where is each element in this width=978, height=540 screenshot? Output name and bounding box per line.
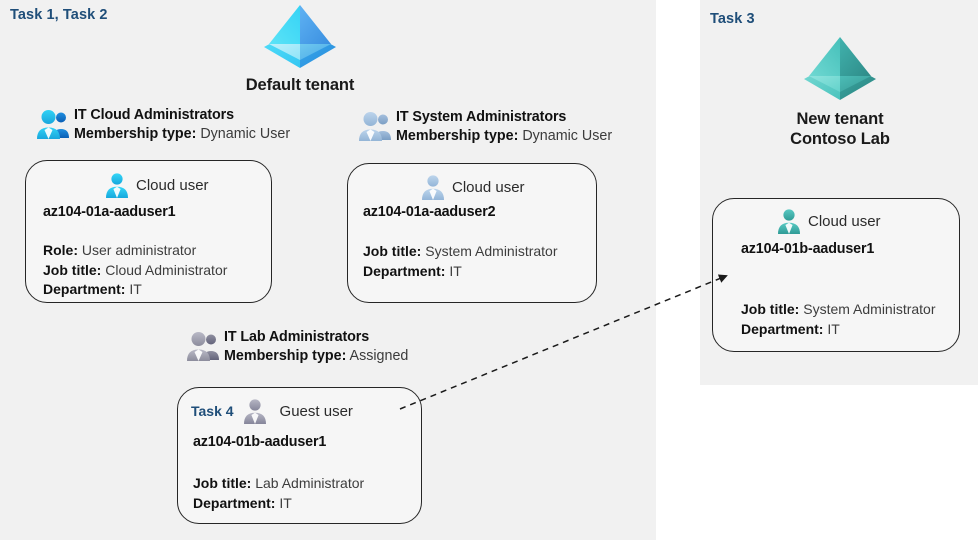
user-type-label: Cloud user [136, 176, 209, 194]
user-type-label: Cloud user [808, 212, 881, 230]
attribute-row: Job title: System Administrator [363, 242, 558, 262]
group-name: IT System Administrators [396, 109, 567, 125]
new-tenant-name-line2: Contoso Lab [790, 130, 890, 148]
attribute-row: Job title: Cloud Administrator [43, 261, 227, 281]
group-membership: Membership type: Dynamic User [74, 124, 290, 144]
guest-user-icon [243, 399, 266, 424]
user-attributes: Role: User administrator Job title: Clou… [43, 241, 227, 300]
user-type-label: Cloud user [452, 178, 525, 196]
task-label-left: Task 1, Task 2 [10, 7, 108, 23]
attribute-label: Job title: [43, 261, 102, 278]
user-name: az104-01a-aaduser1 [43, 204, 176, 220]
attribute-label: Job title: [741, 301, 800, 317]
attribute-value: System Administrator [803, 301, 936, 317]
attribute-value: Lab Administrator [255, 475, 365, 491]
attribute-label: Department: [741, 320, 824, 337]
user-name: az104-01b-aaduser1 [741, 241, 875, 257]
attribute-label: Department: [43, 281, 126, 297]
attribute-row: Role: User administrator [43, 241, 227, 261]
user-type-label: Guest user [279, 402, 353, 420]
attribute-row: Department: IT [741, 320, 936, 340]
user-card-az104-01a-aaduser2[interactable]: Cloud user az104-01a-aaduser2 Job title:… [347, 163, 597, 303]
user-card-cloud-az104-01b-aaduser1[interactable]: Cloud user az104-01b-aaduser1 Job title:… [712, 198, 960, 352]
membership-value: Dynamic User [200, 126, 291, 142]
attribute-row: Job title: System Administrator [741, 300, 936, 320]
attribute-row: Job title: Lab Administrator [193, 474, 364, 494]
group-users-icon [359, 112, 391, 141]
attribute-label: Job title: [363, 243, 422, 259]
user-name: az104-01b-aaduser1 [193, 434, 327, 450]
attribute-label: Department: [363, 262, 446, 279]
group-it-cloud-administrators: IT Cloud Administrators Membership type:… [36, 106, 290, 144]
cloud-user-icon [778, 209, 800, 234]
group-membership: Membership type: Assigned [224, 346, 408, 366]
cloud-user-icon [422, 175, 444, 200]
user-attributes: Job title: System Administrator Departme… [741, 300, 936, 339]
group-name: IT Lab Administrators [224, 329, 370, 345]
user-card-guest-az104-01b-aaduser1[interactable]: Task 4 Guest user az104-01b-aaduser1 Job… [177, 387, 422, 524]
default-tenant-name: Default tenant [245, 76, 355, 94]
group-users-icon [37, 110, 69, 139]
attribute-value: IT [827, 320, 840, 337]
membership-value: Dynamic User [522, 128, 613, 144]
attribute-value: User administrator [81, 242, 197, 258]
attribute-value: IT [449, 262, 462, 279]
attribute-value: IT [129, 281, 142, 297]
attribute-value: IT [279, 494, 292, 511]
attribute-row: Department: IT [193, 494, 364, 514]
new-tenant-name-line1: New tenant [796, 110, 884, 128]
azure-ad-tenant-icon [804, 37, 876, 100]
card-head: Cloud user [776, 208, 881, 234]
attribute-value: Cloud Administrator [105, 261, 228, 278]
card-head: Cloud user [420, 174, 525, 200]
membership-value: Assigned [349, 348, 409, 364]
user-attributes: Job title: System Administrator Departme… [363, 242, 558, 281]
attribute-label: Job title: [193, 475, 252, 491]
attribute-row: Department: IT [363, 262, 558, 282]
card-head: Task 4 Guest user [191, 398, 353, 424]
group-users-icon [187, 332, 219, 361]
card-head: Cloud user [104, 172, 209, 198]
group-membership: Membership type: Dynamic User [396, 126, 612, 146]
attribute-label: Department: [193, 494, 276, 511]
user-card-az104-01a-aaduser1[interactable]: Cloud user az104-01a-aaduser1 Role: User… [25, 160, 272, 303]
membership-label: Membership type: [74, 126, 197, 142]
task-label-right: Task 3 [710, 11, 755, 27]
attribute-label: Role: [43, 242, 78, 258]
membership-label: Membership type: [224, 348, 347, 364]
azure-ad-tenant-icon [264, 5, 336, 68]
attribute-row: Department: IT [43, 280, 227, 300]
new-tenant-block: New tenant Contoso Lab [745, 34, 935, 149]
default-tenant-block: Default tenant [205, 2, 395, 95]
card-task-label: Task 4 [191, 403, 234, 419]
user-name: az104-01a-aaduser2 [363, 204, 496, 220]
group-it-system-administrators: IT System Administrators Membership type… [358, 108, 612, 146]
attribute-value: System Administrator [425, 243, 558, 259]
cloud-user-icon [106, 173, 128, 198]
group-it-lab-administrators: IT Lab Administrators Membership type: A… [186, 328, 408, 366]
group-name: IT Cloud Administrators [74, 107, 234, 123]
membership-label: Membership type: [396, 128, 519, 144]
user-attributes: Job title: Lab Administrator Department:… [193, 474, 364, 513]
